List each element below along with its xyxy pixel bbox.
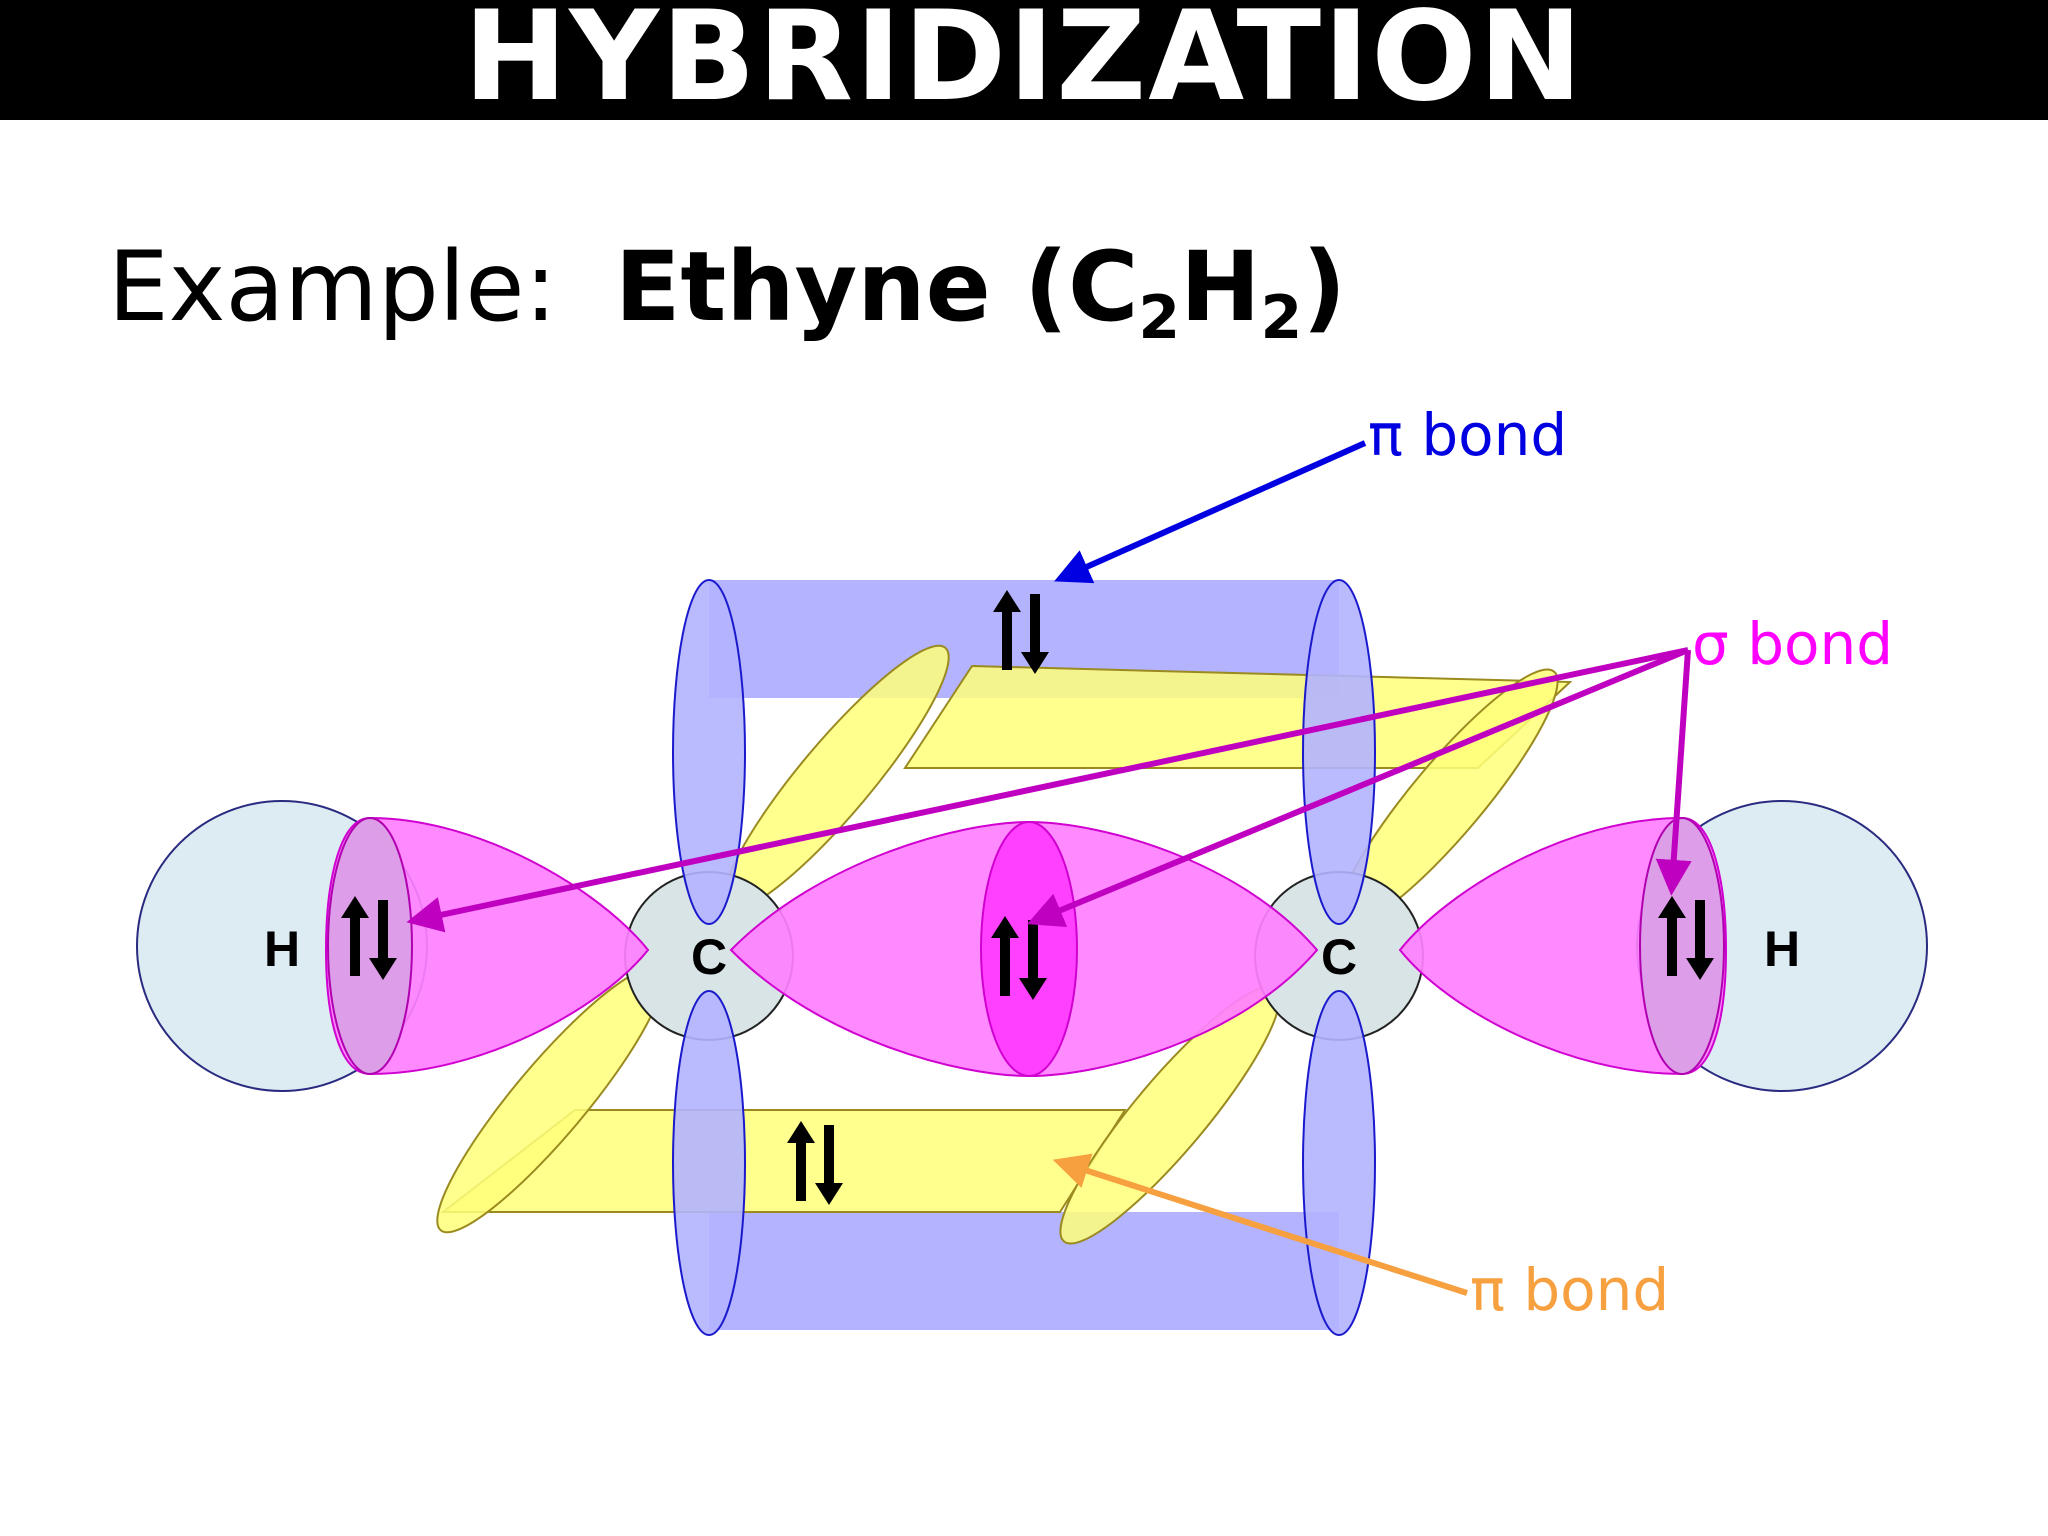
title-bar: HYBRIDIZATION [0,0,2048,120]
atom-label-h-right: H [1764,921,1800,977]
pi-top-pointer-arrow [1054,440,1367,584]
compound-name-text: Ethyne [614,231,991,343]
pi-bond-bottom-blue [709,1212,1339,1330]
open-paren: ( [1024,231,1068,343]
atom-label-c-left: C [691,929,727,985]
formula-h: H [1180,231,1261,343]
page-title: HYBRIDIZATION [463,0,1585,129]
formula-c-count: 2 [1138,283,1181,353]
pi-bond-bottom-label: π bond [1470,1256,1669,1324]
sigma-bond-ch-left [324,816,650,1076]
formula-h-count: 2 [1260,283,1303,353]
pi-bottom-pointer-arrow [1052,1153,1468,1296]
formula-c: C [1067,231,1139,343]
atom-label-h-left: H [264,921,300,977]
sigma-pointer-arrows [406,647,1692,933]
atom-label-c-right: C [1321,929,1357,985]
subtitle-prefix: Example: [108,231,557,343]
subtitle: Example:Ethyne (C2H2) [108,230,1346,354]
close-paren: ) [1302,231,1347,343]
compound-name: Ethyne (C2H2) [614,231,1347,353]
sigma-bond-label: σ bond [1692,610,1893,678]
sigma-bond-ch-right [1398,816,1728,1076]
p-orbital-lobes [672,579,1376,1336]
pi-bond-top-label: π bond [1368,401,1567,469]
